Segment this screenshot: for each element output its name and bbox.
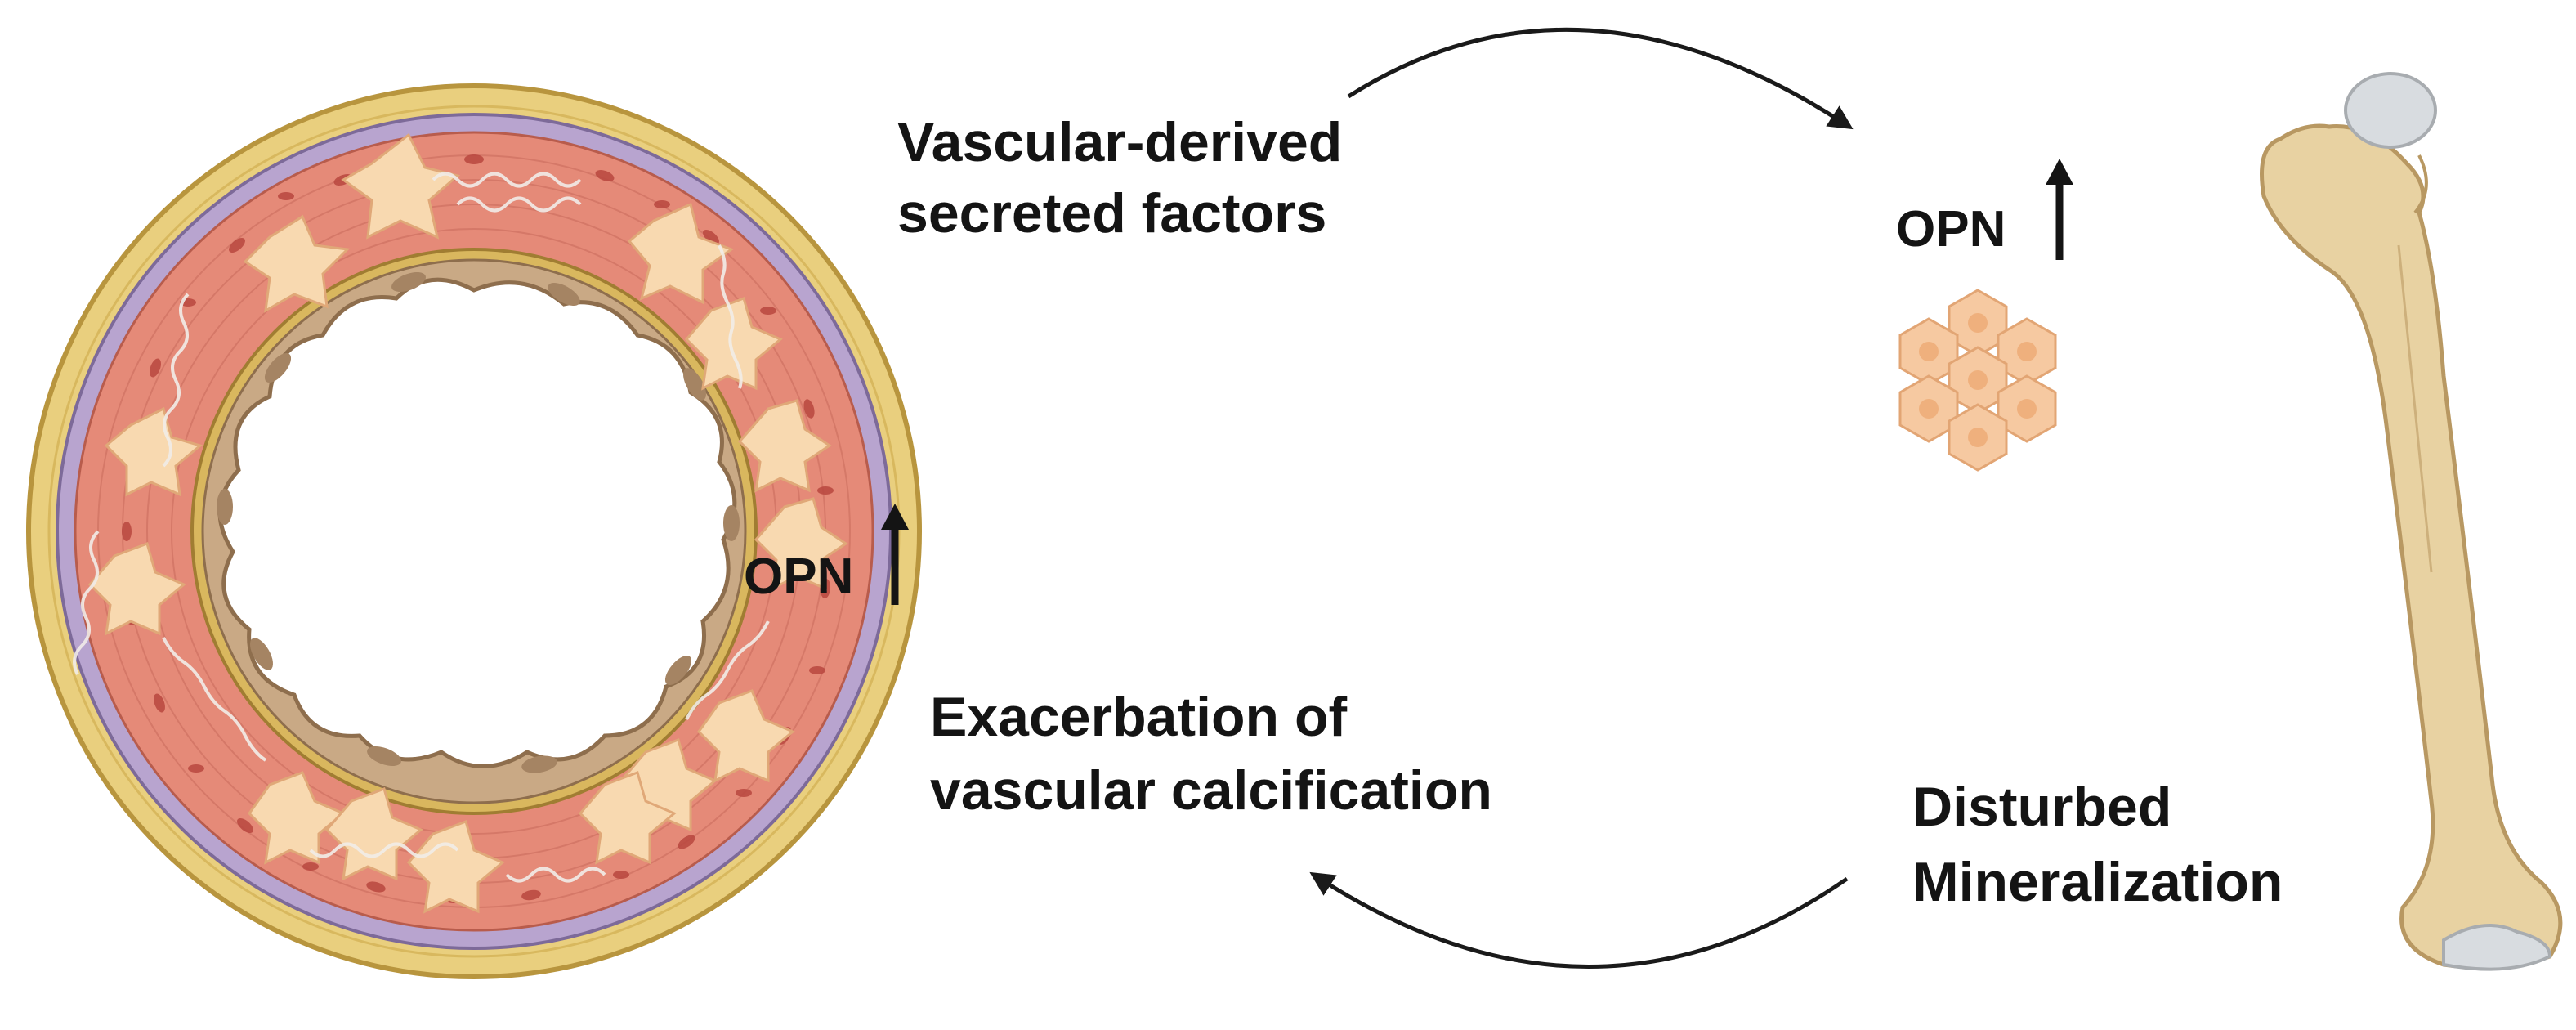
curved-arrow-right-icon (1347, 27, 1854, 130)
bottom-label-line2: vascular calcification (930, 759, 1492, 822)
top-label-line2: secreted factors (897, 182, 1327, 244)
top-label-line1: Vascular-derived (897, 111, 1343, 173)
elastic-fibres (73, 172, 770, 883)
cell-cluster-nuclei (1919, 313, 2037, 447)
hexagonal-cell-cluster-icon (1898, 289, 2057, 472)
right-label-line2: Mineralization (1912, 851, 2283, 913)
vessel-opn-up-arrow-icon (881, 504, 909, 605)
smooth-muscle-cells (87, 132, 848, 914)
bottom-label-line1: Exacerbation of (930, 686, 1348, 748)
femur-bone-icon (2260, 72, 2563, 971)
condyle-cartilage (2442, 924, 2552, 971)
opn-vessel-label: OPN (744, 549, 854, 605)
femoral-head-cartilage (2344, 72, 2437, 149)
artery-cross-section-icon (26, 83, 922, 979)
lumen (217, 277, 737, 768)
bone-opn-up-arrow-icon (2046, 159, 2073, 260)
endothelial-nuclei (217, 271, 740, 773)
curved-arrow-left-icon (1309, 871, 1849, 969)
right-label-line1: Disturbed (1912, 776, 2172, 838)
opn-bone-label: OPN (1896, 201, 2006, 258)
